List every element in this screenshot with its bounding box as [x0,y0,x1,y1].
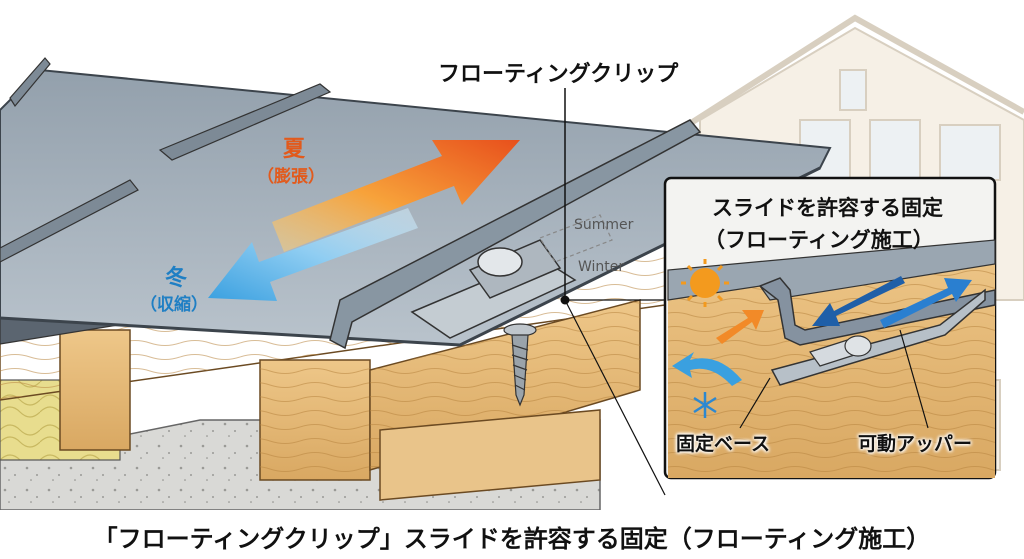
summer-label: 夏 [283,137,306,162]
winter-contraction-arrow [208,208,418,301]
winter-contraction-label: （収縮） [140,295,208,315]
summer-expansion-arrow [272,140,520,252]
summer-expansion-label: （膨張） [257,167,325,187]
slide-arrow-right [880,278,972,328]
inset-cold-arrow [672,352,742,386]
roof-diagram [0,14,1024,510]
figure-caption: 「フローティングクリップ」スライドを許容する固定（フローティング施工） [93,525,931,553]
floating-clip-hardware [410,214,613,407]
winter-english-label: Winter [578,259,625,275]
inset-title-line1: スライドを許容する固定 [712,196,943,220]
inset-detail-panel [663,176,997,480]
sun-icon [681,259,729,307]
roof-panel [0,57,832,350]
inset-heat-arrow [716,310,764,344]
floating-clip-label: フローティングクリップ [438,62,679,87]
snowflake-icon [693,392,717,418]
fixed-base-label: 固定ベース [676,433,771,455]
inset-title-line2: （フローティング施工） [704,228,934,252]
movable-upper-label: 可動アッパー [858,433,973,455]
winter-label: 冬 [165,266,188,291]
summer-english-label: Summer [574,217,634,233]
slide-arrow-left [812,276,905,326]
